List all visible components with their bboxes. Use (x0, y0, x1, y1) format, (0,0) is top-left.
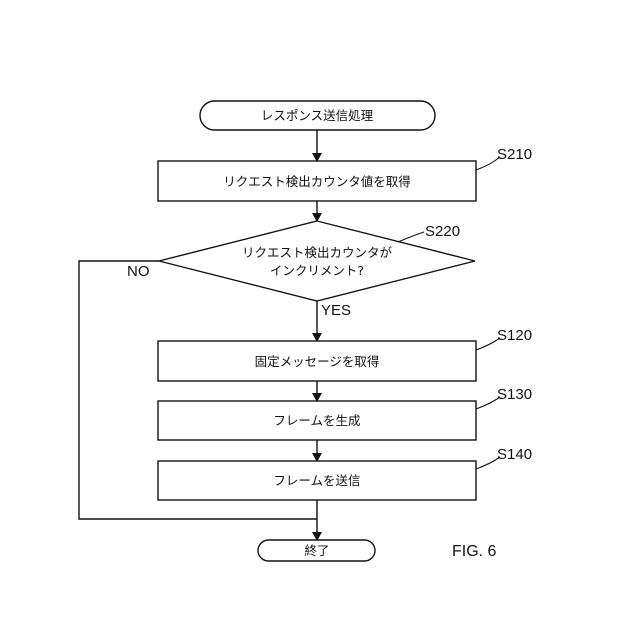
process-step-s120-label: 固定メッセージを取得 (255, 354, 380, 369)
no-branch-label: NO (127, 263, 150, 280)
end-terminal: 終了 (258, 540, 375, 561)
s220-leader-line (398, 232, 424, 242)
yes-branch-label: YES (321, 302, 351, 319)
process-step-s130: フレームを生成 (158, 401, 476, 440)
step-id-s220: S220 (425, 223, 460, 240)
process-step-s120: 固定メッセージを取得 (158, 341, 476, 381)
figure-label: FIG. 6 (452, 543, 497, 560)
decision-s220-line2: インクリメント? (270, 263, 364, 278)
step-id-s130: S130 (497, 386, 532, 403)
start-terminal-label: レスポンス送信処理 (261, 108, 374, 123)
process-step-s210: リクエスト検出カウンタ値を取得 (158, 161, 476, 201)
decision-s220-line1: リクエスト検出カウンタが (242, 245, 393, 260)
step-id-s140: S140 (497, 446, 532, 463)
start-terminal: レスポンス送信処理 (200, 101, 435, 130)
process-step-s140-label: フレームを送信 (273, 473, 360, 488)
end-terminal-label: 終了 (304, 543, 329, 558)
process-step-s130-label: フレームを生成 (273, 413, 360, 428)
step-id-s210: S210 (497, 146, 532, 163)
process-step-s140: フレームを送信 (158, 461, 476, 500)
process-step-s210-label: リクエスト検出カウンタ値を取得 (223, 174, 411, 189)
step-id-s120: S120 (497, 327, 532, 344)
